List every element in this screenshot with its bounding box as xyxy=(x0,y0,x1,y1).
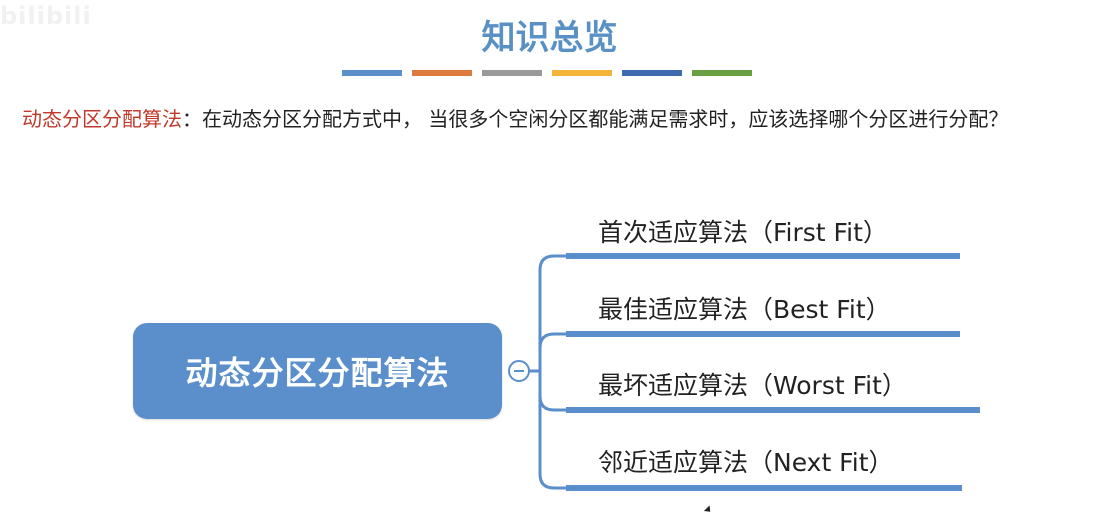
connector-branch-2 xyxy=(538,332,566,349)
color-segment xyxy=(412,70,472,76)
intro-term: 动态分区分配算法 xyxy=(22,107,182,131)
color-segment xyxy=(482,70,542,76)
collapse-toggle-button[interactable] xyxy=(508,360,530,382)
branch-worst-fit: 最坏适应算法（Worst Fit） xyxy=(598,371,907,400)
color-segment xyxy=(552,70,612,76)
bilibili-watermark: bilibili xyxy=(0,2,92,30)
connector-trunk xyxy=(538,254,566,490)
intro-text: ：在动态分区分配方式中， 当很多个空闲分区都能满足需求时，应该选择哪个分区进行分… xyxy=(182,107,1009,131)
branch-first-fit: 首次适应算法（First Fit） xyxy=(598,218,888,247)
page-title: 知识总览 xyxy=(481,18,618,58)
central-topic: 动态分区分配算法 xyxy=(133,323,502,419)
color-segment xyxy=(622,70,682,76)
branch-underline xyxy=(566,407,980,413)
connector-branch-3 xyxy=(538,395,566,412)
branch-underline xyxy=(566,485,962,491)
branch-underline xyxy=(566,331,960,337)
color-segment xyxy=(342,70,402,76)
intro-paragraph: 动态分区分配算法：在动态分区分配方式中， 当很多个空闲分区都能满足需求时，应该选… xyxy=(22,103,1097,135)
decorative-color-bar xyxy=(342,70,752,76)
branch-underline xyxy=(566,253,960,259)
branch-next-fit: 邻近适应算法（Next Fit） xyxy=(598,448,894,477)
branch-best-fit: 最佳适应算法（Best Fit） xyxy=(598,295,891,324)
color-segment xyxy=(692,70,752,76)
